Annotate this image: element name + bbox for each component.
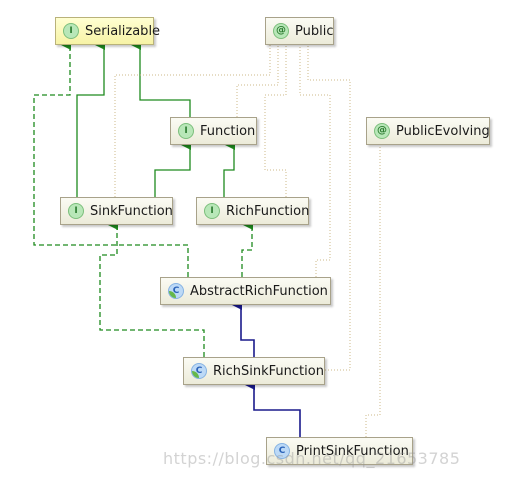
interface-icon: I xyxy=(68,203,84,219)
node-label: PrintSinkFunction xyxy=(296,443,409,459)
node-function[interactable]: I Function xyxy=(170,117,257,145)
node-label: PublicEvolving xyxy=(396,123,490,139)
node-label: SinkFunction xyxy=(90,203,173,219)
node-label: Public xyxy=(295,23,334,39)
annotation-icon: @ xyxy=(374,123,390,139)
interface-icon: I xyxy=(178,123,194,139)
edge-abstractrichfunction-to-richfunction xyxy=(241,220,253,277)
node-public[interactable]: @ Public xyxy=(265,17,334,45)
node-serializable[interactable]: I Serializable xyxy=(55,17,160,45)
node-label: Serializable xyxy=(85,23,161,39)
watermark: https://blog.csdn.net/qq_21653785 xyxy=(163,449,461,468)
edge-function-to-public xyxy=(236,45,279,117)
edge-richfunction-to-function xyxy=(223,140,235,197)
edges-layer xyxy=(33,40,381,437)
node-label: Function xyxy=(200,123,256,139)
edge-sinkfunction-to-serializable xyxy=(76,40,105,197)
edge-richfunction-to-public xyxy=(264,45,287,197)
node-abstractrichfunction[interactable]: C AbstractRichFunction xyxy=(160,277,331,305)
node-label: RichSinkFunction xyxy=(213,363,324,379)
edge-function-to-serializable xyxy=(131,40,191,117)
edge-abstractrichfunction-to-serializable xyxy=(33,40,189,277)
node-label: RichFunction xyxy=(226,203,310,219)
node-printsinkfunction[interactable]: C PrintSinkFunction xyxy=(266,437,413,465)
node-sinkfunction[interactable]: I SinkFunction xyxy=(60,197,173,225)
annotation-icon: @ xyxy=(273,23,289,39)
edge-richsinkfunction-to-abstractrichfunction xyxy=(232,300,255,357)
edge-sinkfunction-to-function xyxy=(154,140,191,197)
node-richsinkfunction[interactable]: C RichSinkFunction xyxy=(183,357,325,385)
node-richfunction[interactable]: I RichFunction xyxy=(196,197,309,225)
edge-printsinkfunction-to-publicevolving xyxy=(365,145,381,437)
interface-icon: I xyxy=(204,203,220,219)
edge-richsinkfunction-to-public xyxy=(307,45,351,371)
class-icon: C xyxy=(274,443,290,459)
edge-richsinkfunction-to-sinkfunction xyxy=(99,220,205,357)
abstract-icon: C xyxy=(168,283,184,299)
node-publicevolving[interactable]: @ PublicEvolving xyxy=(366,117,490,145)
node-label: AbstractRichFunction xyxy=(190,283,328,299)
edge-sinkfunction-to-public xyxy=(114,45,271,197)
edge-abstractrichfunction-to-public xyxy=(299,45,331,277)
edge-printsinkfunction-to-richsinkfunction xyxy=(245,380,301,437)
abstract-icon: C xyxy=(191,363,207,379)
interface-icon: I xyxy=(63,23,79,39)
